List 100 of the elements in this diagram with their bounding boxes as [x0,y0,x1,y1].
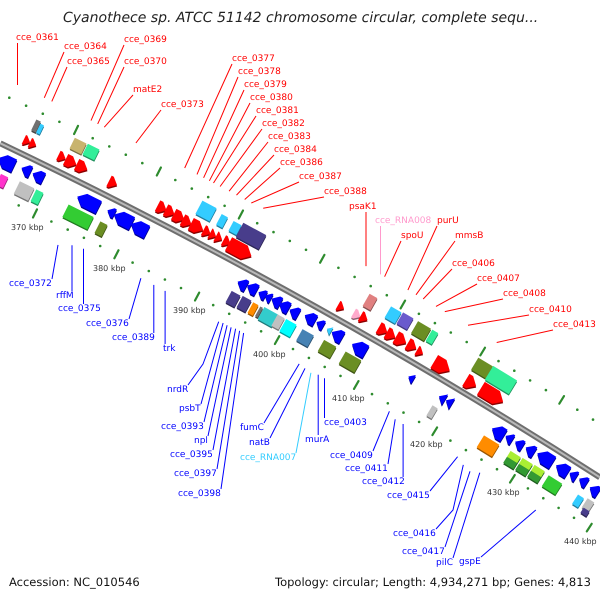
leader-line [83,248,84,304]
gene-label: cce_0376 [86,319,129,329]
gene-label: cce_0410 [529,305,572,315]
tick-label: 430 kbp [487,488,520,497]
gene-label: cce_0398 [178,489,221,499]
gene-label: cce_0370 [124,57,167,67]
tick-label: 440 kbp [564,537,597,546]
leader-line [213,116,256,184]
leader-line [318,374,319,436]
gene-label: trk [163,344,176,354]
gene-label: cce_0397 [174,469,217,479]
gene-label: cce_0417 [402,547,445,557]
leader-line [104,94,134,128]
leader-line [153,284,154,334]
gene-label: cce_0379 [244,80,287,90]
leader-line [52,244,58,280]
gene-label: cce_0364 [64,42,107,52]
leader-line [196,76,238,175]
gene-label: npl [194,436,208,446]
gene-label: spoU [401,231,424,241]
leader-line [416,240,456,296]
leader-line [407,226,438,291]
leader-line [402,424,404,478]
gene-label: rffM [56,291,74,301]
gene-label: cce_0411 [345,464,388,474]
leader-line [496,330,554,343]
leader-line [250,182,300,204]
leader-line [220,128,262,187]
gene-label: cce_RNA008 [375,216,432,226]
gene-label: nrdR [167,385,188,395]
leader-line [380,226,381,275]
gene-label: pilC [436,558,453,568]
leader-line [444,298,504,312]
gene-label: gspE [459,557,481,567]
leader-line [384,240,402,278]
gene-label: cce_0409 [330,451,373,461]
gene-label: purU [437,216,459,226]
gene-label: natB [249,438,270,448]
footer-note: Topology: circular; Length: 4,934,271 bp; Genes: 4,813 [275,576,591,589]
leader-line [372,410,390,452]
leader-line [212,328,236,450]
leader-line [203,90,244,178]
tick-label: 380 kbp [93,264,126,273]
gene-label: psaK1 [349,202,377,212]
leader-line [296,372,312,454]
leader-line [422,268,452,300]
gene-label: cce_0369 [124,35,167,45]
tick-label: 370 kbp [11,223,44,232]
gene-label: cce_RNA007 [240,453,296,463]
gene-label: cce_0393 [161,422,204,432]
gene-label: cce_0383 [268,132,311,142]
gene-label: cce_0373 [161,100,204,110]
leader-line [388,418,396,464]
gene-label: cce_0381 [256,106,299,116]
footer-note: Accession: NC_010546 [9,576,140,589]
tick-label: 390 kbp [173,306,206,315]
leader-line [90,44,124,122]
gene-label: cce_0382 [262,119,305,129]
gene-label: psbT [179,404,201,414]
leader-line [17,42,18,86]
gene-label: cce_0412 [362,477,405,487]
leader-line [216,330,240,470]
gene-label: mmsB [455,231,484,241]
leader-line [480,510,536,558]
leader-line [135,110,162,144]
leader-line [200,322,224,404]
leader-line [128,278,142,320]
gene-label: cce_0361 [16,33,59,43]
gene-label: cce_0413 [553,320,596,330]
gene-label: cce_0408 [503,289,546,299]
gene-label: cce_0375 [58,304,101,314]
gene-label: cce_0380 [250,93,293,103]
leader-line [452,472,480,558]
leader-line [204,324,228,422]
leader-line [236,154,274,196]
leader-line [436,284,478,307]
leader-line [44,52,64,98]
gene-label: fumC [240,423,264,433]
leader-line [264,363,300,424]
gene-label: cce_0378 [238,67,281,77]
gene-label: cce_0386 [280,158,323,168]
gene-label: cce_0389 [112,333,155,343]
leader-line [164,290,166,344]
leader-line [97,66,124,124]
gene-label: cce_0387 [299,172,342,182]
gene-label: matE2 [133,85,162,95]
gene-label: cce_0384 [274,145,317,155]
gene-label: cce_0406 [452,259,495,269]
gene-label: cce_0377 [232,54,275,64]
gene-label: cce_0407 [477,274,520,284]
leader-line [188,321,220,386]
leader-line [184,64,232,168]
leader-line [324,378,325,418]
leader-line [228,142,268,192]
leader-line [208,102,250,182]
gene-label: murA [305,435,330,445]
leader-line [51,66,68,102]
leader-line [208,326,232,436]
tick-label: 420 kbp [410,440,443,449]
leader-line [444,470,470,548]
